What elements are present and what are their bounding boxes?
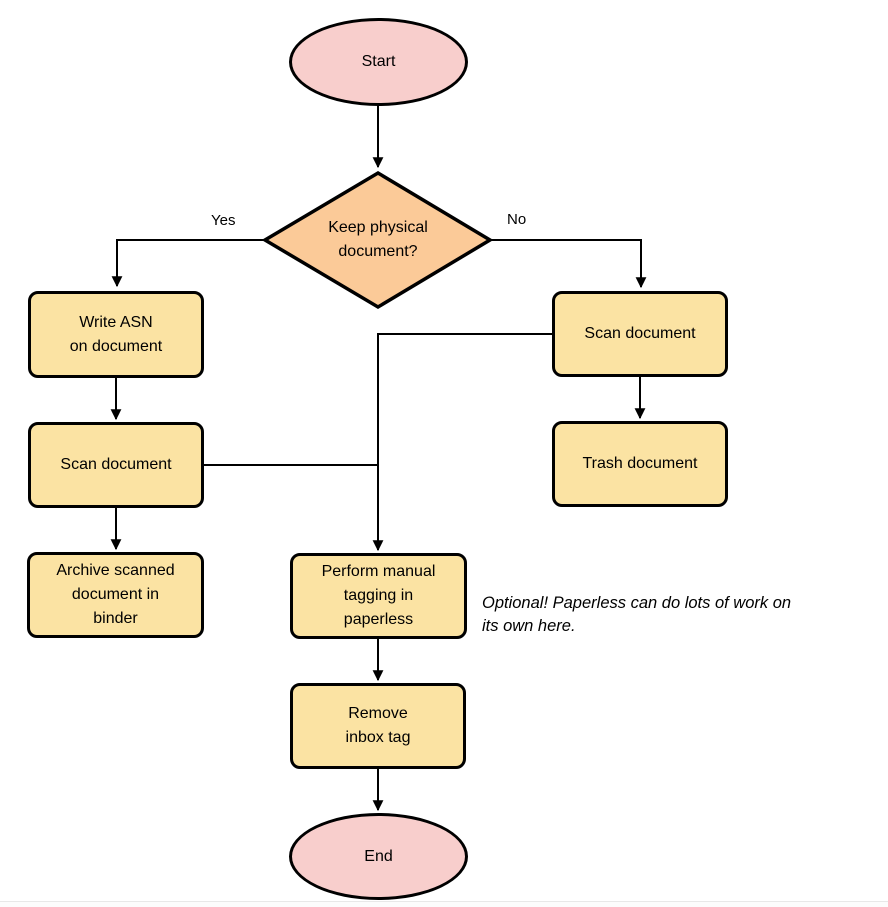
process-trash-document: Trash document [552, 421, 728, 507]
edge-label-no: No [507, 211, 527, 228]
decision-keep-physical-label: Keep physical document? [328, 219, 428, 260]
page-bottom-edge [0, 901, 888, 907]
process-manual-tagging: Perform manual tagging in paperless [290, 553, 467, 639]
process-archive-in-binder: Archive scanned document in binder [27, 552, 204, 638]
edge-scan-right-to-tagging [372, 333, 552, 552]
edge-decision-no-to-scan-right [490, 239, 647, 289]
start-terminal: Start [289, 18, 468, 106]
decision-diamond-shape [261, 170, 494, 310]
end-terminal: End [289, 813, 468, 900]
process-scan-document-left: Scan document [28, 422, 204, 508]
process-write-asn: Write ASN on document [28, 291, 204, 378]
edge-label-yes: Yes [211, 212, 236, 229]
optional-note: Optional! Paperless can do lots of work … [482, 594, 792, 635]
process-scan-document-right: Scan document [552, 291, 728, 377]
edge-decision-yes-to-write-asn [111, 239, 265, 288]
process-remove-inbox-tag: Remove inbox tag [290, 683, 466, 769]
